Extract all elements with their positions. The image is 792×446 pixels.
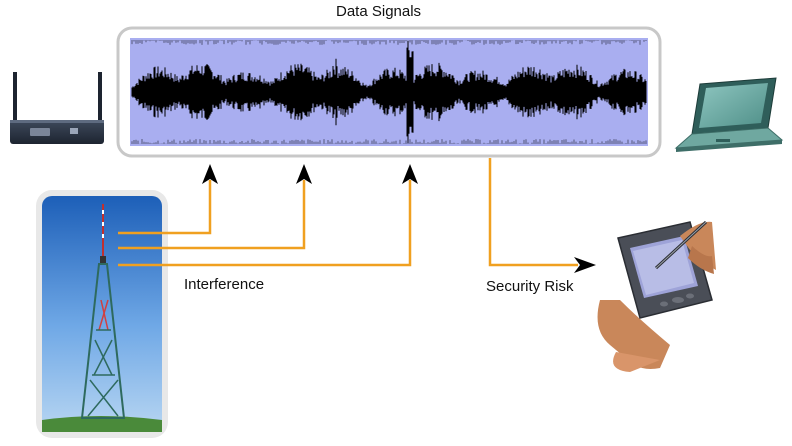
handheld-pda-icon bbox=[597, 220, 716, 372]
interference-line-1 bbox=[118, 180, 212, 235]
security-risk-arrowhead bbox=[574, 257, 596, 273]
signal-noise bbox=[131, 40, 647, 144]
interference-label: Interference bbox=[184, 276, 265, 293]
interference-arrows bbox=[118, 180, 412, 267]
signal-waveform bbox=[131, 41, 647, 143]
interference-line-3 bbox=[118, 180, 412, 267]
security-risk-line bbox=[488, 158, 578, 267]
wireless-access-point-icon bbox=[10, 72, 104, 144]
signal-frame bbox=[116, 26, 662, 158]
security-risk-label: Security Risk bbox=[486, 278, 574, 295]
transmission-tower-picture bbox=[36, 190, 168, 438]
interference-line-2 bbox=[118, 180, 306, 250]
arrowhead-2 bbox=[296, 164, 312, 184]
arrowhead-1 bbox=[202, 164, 218, 184]
arrowhead-3 bbox=[402, 164, 418, 184]
laptop-icon bbox=[674, 77, 784, 152]
data-signals-title: Data Signals bbox=[336, 3, 422, 20]
interference-arrowheads bbox=[202, 164, 418, 184]
